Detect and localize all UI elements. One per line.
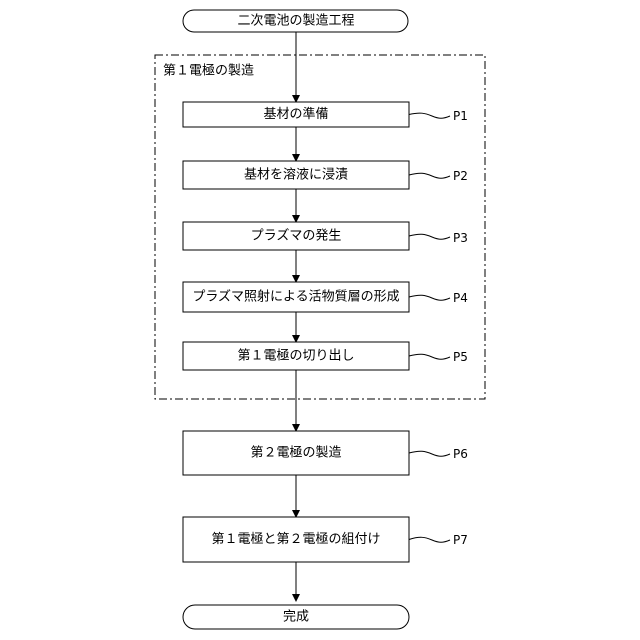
- step-p1: 基材の準備 P1: [183, 102, 468, 127]
- step-p7-label: P7: [453, 533, 468, 547]
- step-p7: 第１電極と第２電極の組付け P7: [183, 517, 468, 562]
- step-p6: 第２電極の製造 P6: [183, 431, 468, 475]
- step-p4-label: P4: [453, 291, 468, 305]
- group-label: 第１電極の製造: [163, 63, 254, 79]
- step-p3-label: P3: [453, 231, 468, 245]
- step-p5-label: P5: [453, 350, 468, 364]
- step-p3-text: プラズマの発生: [251, 228, 342, 244]
- end-node: 完成: [183, 605, 409, 629]
- start-node: 二次電池の製造工程: [183, 10, 408, 32]
- step-p1-label: P1: [453, 109, 468, 123]
- step-p4-text: プラズマ照射による活物質層の形成: [192, 289, 399, 305]
- step-p2: 基材を溶液に浸漬 P2: [183, 161, 468, 189]
- step-p2-text: 基材を溶液に浸漬: [244, 168, 348, 183]
- step-p1-text: 基材の準備: [263, 106, 328, 122]
- step-p2-label: P2: [453, 169, 468, 183]
- step-p3: プラズマの発生 P3: [183, 222, 468, 250]
- start-node-text: 二次電池の製造工程: [237, 13, 354, 29]
- step-p7-text: 第１電極と第２電極の組付け: [211, 531, 380, 547]
- step-p5: 第１電極の切り出し P5: [183, 342, 468, 370]
- step-p4: プラズマ照射による活物質層の形成 P4: [183, 282, 468, 312]
- step-p6-text: 第２電極の製造: [250, 445, 341, 461]
- step-p6-label: P6: [453, 447, 468, 461]
- step-p5-text: 第１電極の切り出し: [237, 348, 354, 364]
- end-node-text: 完成: [283, 610, 309, 625]
